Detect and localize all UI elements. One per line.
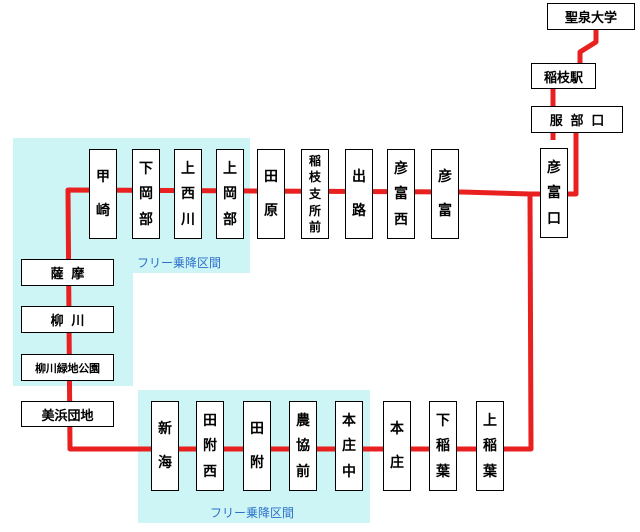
- free-zone-label-upper: フリー乗降区間: [137, 256, 222, 270]
- station-dero[interactable]: 出路: [345, 149, 373, 239]
- station-shimoinaba[interactable]: 下稲葉: [429, 401, 457, 491]
- station-honjounaka[interactable]: 本庄中: [335, 401, 363, 491]
- station-inae-eki[interactable]: 稲枝駅: [531, 63, 596, 89]
- station-kaminishikawa[interactable]: 上西川: [174, 149, 202, 239]
- station-inae-shishomae[interactable]: 稲枝支所前: [301, 149, 329, 239]
- station-noukyoumae[interactable]: 農協前: [289, 401, 317, 491]
- station-tabukanishi[interactable]: 田附西: [196, 401, 224, 491]
- free-zone-label-lower: フリー乗降区間: [210, 506, 295, 520]
- station-honjou[interactable]: 本庄: [383, 401, 411, 491]
- station-hikotomi-nishi[interactable]: 彦富西: [387, 149, 415, 239]
- station-mihama-danchi[interactable]: 美浜団地: [21, 401, 114, 427]
- station-kouzaki[interactable]: 甲崎: [89, 149, 117, 239]
- route-line-main: [65, 187, 534, 452]
- station-satsuma[interactable]: 薩摩: [21, 259, 114, 286]
- station-kamiinaba[interactable]: 上稲葉: [476, 401, 504, 491]
- station-tabuka[interactable]: 田附: [243, 401, 271, 491]
- station-kamioka-be[interactable]: 上岡部: [216, 149, 244, 239]
- station-yanagawa[interactable]: 柳川: [21, 306, 114, 333]
- station-shimooka-be[interactable]: 下岡部: [132, 149, 160, 239]
- station-tahara[interactable]: 田原: [257, 149, 285, 239]
- station-yanagawa-ryokuchi-kouen[interactable]: 柳川緑地公園: [21, 354, 114, 381]
- station-hikotomi-guchi[interactable]: 彦富口: [540, 148, 568, 238]
- station-shinkai[interactable]: 新海: [151, 401, 179, 491]
- station-hattori-guchi[interactable]: 服部口: [531, 106, 623, 133]
- station-hikotomi[interactable]: 彦富: [431, 149, 459, 239]
- station-seisen-daigaku[interactable]: 聖泉大学: [547, 3, 635, 30]
